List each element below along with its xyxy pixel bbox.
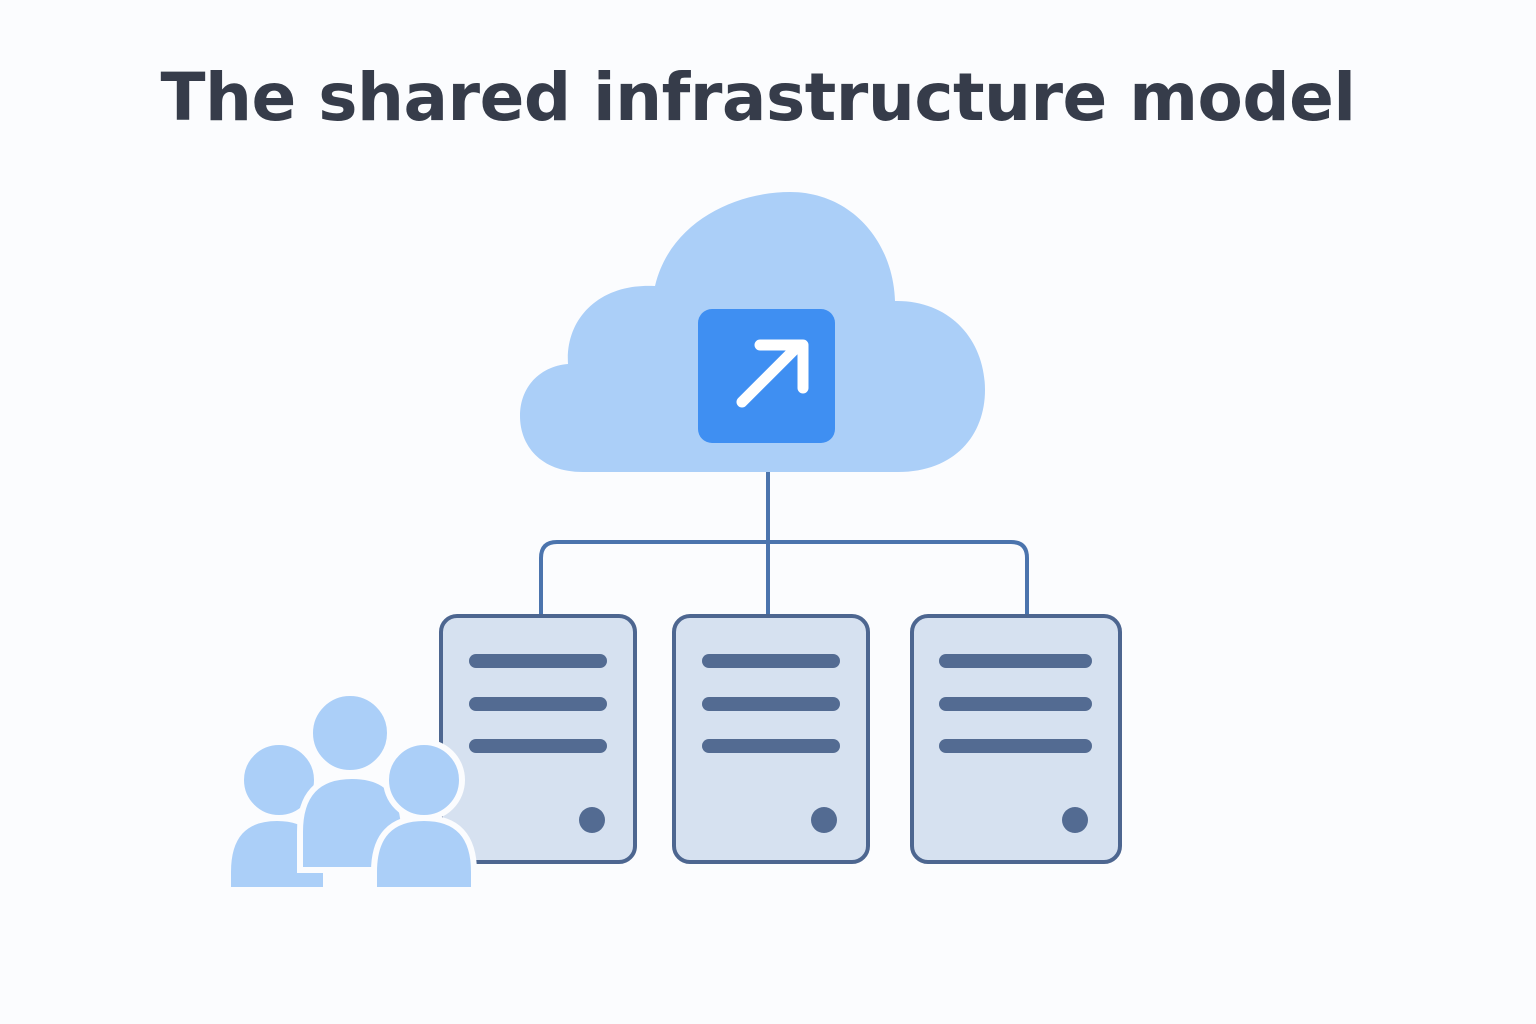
connector-lines bbox=[539, 472, 1029, 614]
hub-arrow-head bbox=[754, 339, 809, 394]
hub-arrow-shaft bbox=[736, 343, 801, 408]
user-figure bbox=[371, 739, 477, 893]
page-title: The shared infrastructure model bbox=[160, 59, 1356, 136]
user-group-icon bbox=[225, 690, 477, 893]
server-icon bbox=[910, 614, 1122, 864]
connector-branch bbox=[539, 540, 1029, 614]
server-icon bbox=[439, 614, 637, 864]
server-indicator bbox=[579, 807, 605, 833]
server-indicator bbox=[811, 807, 837, 833]
server-indicator bbox=[1062, 807, 1088, 833]
server-icon bbox=[672, 614, 870, 864]
arrow-up-right-icon bbox=[698, 309, 835, 443]
